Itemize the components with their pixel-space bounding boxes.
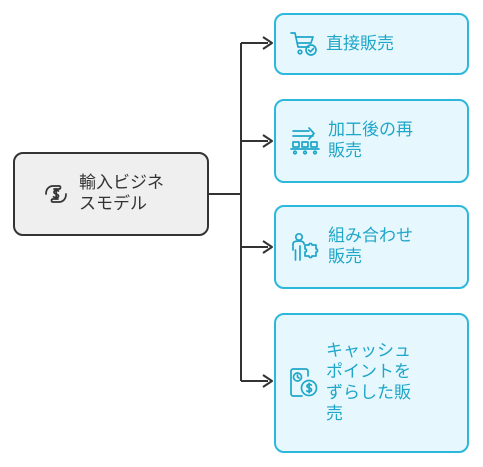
branch-node-bundle-sales: 組み合わせ 販売	[274, 205, 469, 289]
person-puzzle-icon	[290, 232, 320, 262]
arrowhead-4	[262, 374, 273, 388]
branch-label: 加工後の再 販売	[328, 120, 413, 161]
branch-label: 組み合わせ 販売	[328, 226, 413, 267]
root-label: 輸入ビジネ スモデル	[79, 173, 164, 214]
arrowhead-1	[262, 36, 273, 50]
shopping-cart-icon	[290, 31, 318, 57]
branch-node-direct-sales: 直接販売	[274, 13, 469, 75]
arrowhead-3	[262, 240, 273, 254]
branch-node-processed-resale: 加工後の再 販売	[274, 99, 469, 183]
arrowhead-2	[262, 134, 273, 148]
branch-label: キャッシュ ポイントを ずらした販 売	[326, 341, 411, 424]
branch-label: 直接販売	[326, 33, 394, 54]
branch-node-cash-point-shift: キャッシュ ポイントを ずらした販 売	[274, 313, 469, 453]
clock-dollar-icon	[290, 368, 318, 398]
money-hands-icon	[43, 180, 69, 208]
conveyor-icon	[290, 127, 320, 155]
root-node: 輸入ビジネ スモデル	[13, 152, 209, 236]
